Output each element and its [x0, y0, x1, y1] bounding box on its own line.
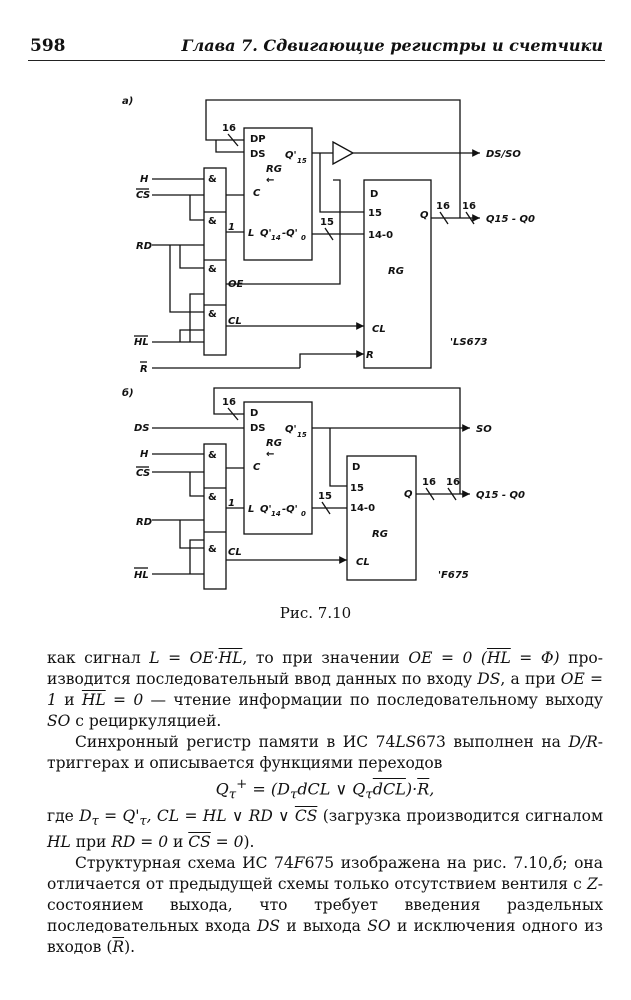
- svg-text:←: ←: [266, 175, 274, 186]
- svg-text:&: &: [208, 450, 217, 461]
- svg-text:16: 16: [436, 201, 450, 212]
- svg-text:16: 16: [462, 201, 476, 212]
- panel-a: а) DP DS RG ← Q' 15 C L Q' 14 -Q' 0 D 15…: [122, 96, 535, 375]
- svg-text:&: &: [208, 309, 217, 320]
- formula-transition: Qτ+ = (DτdCL ∨ QτdCL)·R,: [215, 777, 435, 803]
- output-q-a: Q15 - Q0: [486, 214, 535, 225]
- svg-text:15: 15: [350, 483, 364, 494]
- svg-text:Q: Q: [404, 489, 413, 500]
- svg-text:-Q': -Q': [282, 228, 298, 239]
- panel-a-label: а): [122, 96, 133, 107]
- svg-text:Q': Q': [285, 424, 297, 435]
- svg-text:15: 15: [297, 431, 307, 439]
- svg-text:15: 15: [320, 217, 334, 228]
- svg-text:1: 1: [228, 498, 235, 509]
- body-text: как сигнал L = OE·HL, то при значении OE…: [47, 648, 603, 958]
- svg-text:Q': Q': [285, 150, 297, 161]
- svg-text:CL: CL: [356, 557, 370, 568]
- svg-text:RG: RG: [266, 164, 282, 175]
- svg-text:14-0: 14-0: [368, 230, 393, 241]
- output-so-b: SO: [476, 424, 492, 435]
- input-hl-b: HL: [134, 570, 149, 581]
- input-ds-b: DS: [134, 423, 150, 434]
- figure-7-10-schematic: а) DP DS RG ← Q' 15 C L Q' 14 -Q' 0 D 15…: [122, 96, 535, 590]
- svg-text:&: &: [208, 492, 217, 503]
- gate-column-a: [203, 167, 227, 356]
- svg-text:14: 14: [271, 510, 281, 518]
- page-number: 598: [30, 36, 66, 56]
- storage-register-b: [346, 455, 417, 581]
- svg-text:CL: CL: [228, 547, 242, 558]
- svg-text:CL: CL: [372, 324, 386, 335]
- svg-text:15: 15: [368, 208, 382, 219]
- gate-column-b: [203, 443, 227, 590]
- svg-text:15: 15: [297, 157, 307, 165]
- svg-text:C: C: [253, 462, 261, 473]
- svg-text:14-0: 14-0: [350, 503, 375, 514]
- svg-text:Q': Q': [260, 228, 272, 239]
- svg-text:RG: RG: [388, 266, 404, 277]
- svg-text:Q: Q: [420, 210, 429, 221]
- svg-text:DS: DS: [250, 149, 266, 160]
- output-ds-so-a: DS/SO: [486, 149, 521, 160]
- input-cs-a: CS: [136, 190, 150, 201]
- figure-caption: Рис. 7.10: [279, 604, 352, 622]
- input-h-a: H: [140, 174, 149, 185]
- svg-text:&: &: [208, 544, 217, 555]
- svg-text:D: D: [352, 462, 360, 473]
- input-cs-b: CS: [136, 468, 150, 479]
- storage-register-a: [363, 179, 432, 369]
- svg-text:DP: DP: [250, 134, 266, 145]
- paragraph-1: как сигнал L = OE·HL, то при значении OE…: [47, 649, 604, 730]
- svg-text:0: 0: [301, 234, 306, 242]
- svg-text:16: 16: [222, 123, 236, 134]
- header-rule: [28, 60, 605, 61]
- svg-text:L: L: [248, 504, 254, 515]
- input-h-b: H: [140, 449, 149, 460]
- svg-text:14: 14: [271, 234, 281, 242]
- shift-register-a: [243, 127, 313, 261]
- input-r-a: R: [140, 364, 148, 375]
- svg-text:D: D: [370, 189, 378, 200]
- svg-text:R: R: [366, 350, 374, 361]
- svg-text:D: D: [250, 408, 258, 419]
- bus-width-b: 16: [422, 477, 436, 488]
- svg-text:RG: RG: [266, 438, 282, 449]
- svg-text:RG: RG: [372, 529, 388, 540]
- svg-text:L: L: [248, 228, 254, 239]
- svg-text:C: C: [253, 188, 261, 199]
- svg-text:1: 1: [228, 222, 235, 233]
- paragraph-4: Структурная схема ИС 74F675 изображена н…: [47, 853, 604, 956]
- chip-name-b: 'F675: [438, 570, 469, 581]
- svg-text:16: 16: [222, 397, 236, 408]
- svg-text:←: ←: [266, 449, 274, 460]
- paragraph-3: где Dτ = Q'τ, CL = HL ∨ RD ∨ CS (загрузк…: [47, 806, 604, 851]
- paragraph-2: Синхронный регистр памяти в ИС 74LS673 в…: [47, 733, 604, 772]
- chapter-title: Глава 7. Сдвигающие регистры и счетчики: [181, 36, 604, 55]
- input-hl-a: HL: [134, 337, 149, 348]
- tristate-buffer-a: [332, 140, 355, 166]
- svg-text:-Q': -Q': [282, 504, 298, 515]
- svg-text:CL: CL: [228, 316, 242, 327]
- svg-text:DS: DS: [250, 423, 266, 434]
- page-header: 598 Глава 7. Сдвигающие регистры и счетч…: [30, 36, 603, 60]
- svg-text:&: &: [208, 216, 217, 227]
- svg-text:16: 16: [446, 477, 460, 488]
- panel-b-label: б): [122, 387, 134, 399]
- input-rd-b: RD: [136, 517, 152, 528]
- input-rd-a: RD: [136, 241, 152, 252]
- chip-name-a: 'LS673: [450, 337, 488, 348]
- svg-text:Q': Q': [260, 504, 272, 515]
- svg-text:&: &: [208, 264, 217, 275]
- output-q-b: Q15 - Q0: [476, 490, 525, 501]
- svg-text:0: 0: [301, 510, 306, 518]
- svg-text:&: &: [208, 174, 217, 185]
- svg-text:15: 15: [318, 491, 332, 502]
- panel-b: б) D DS RG ← Q' 15 C L Q' 14 -Q' 0 D 15 …: [122, 387, 525, 590]
